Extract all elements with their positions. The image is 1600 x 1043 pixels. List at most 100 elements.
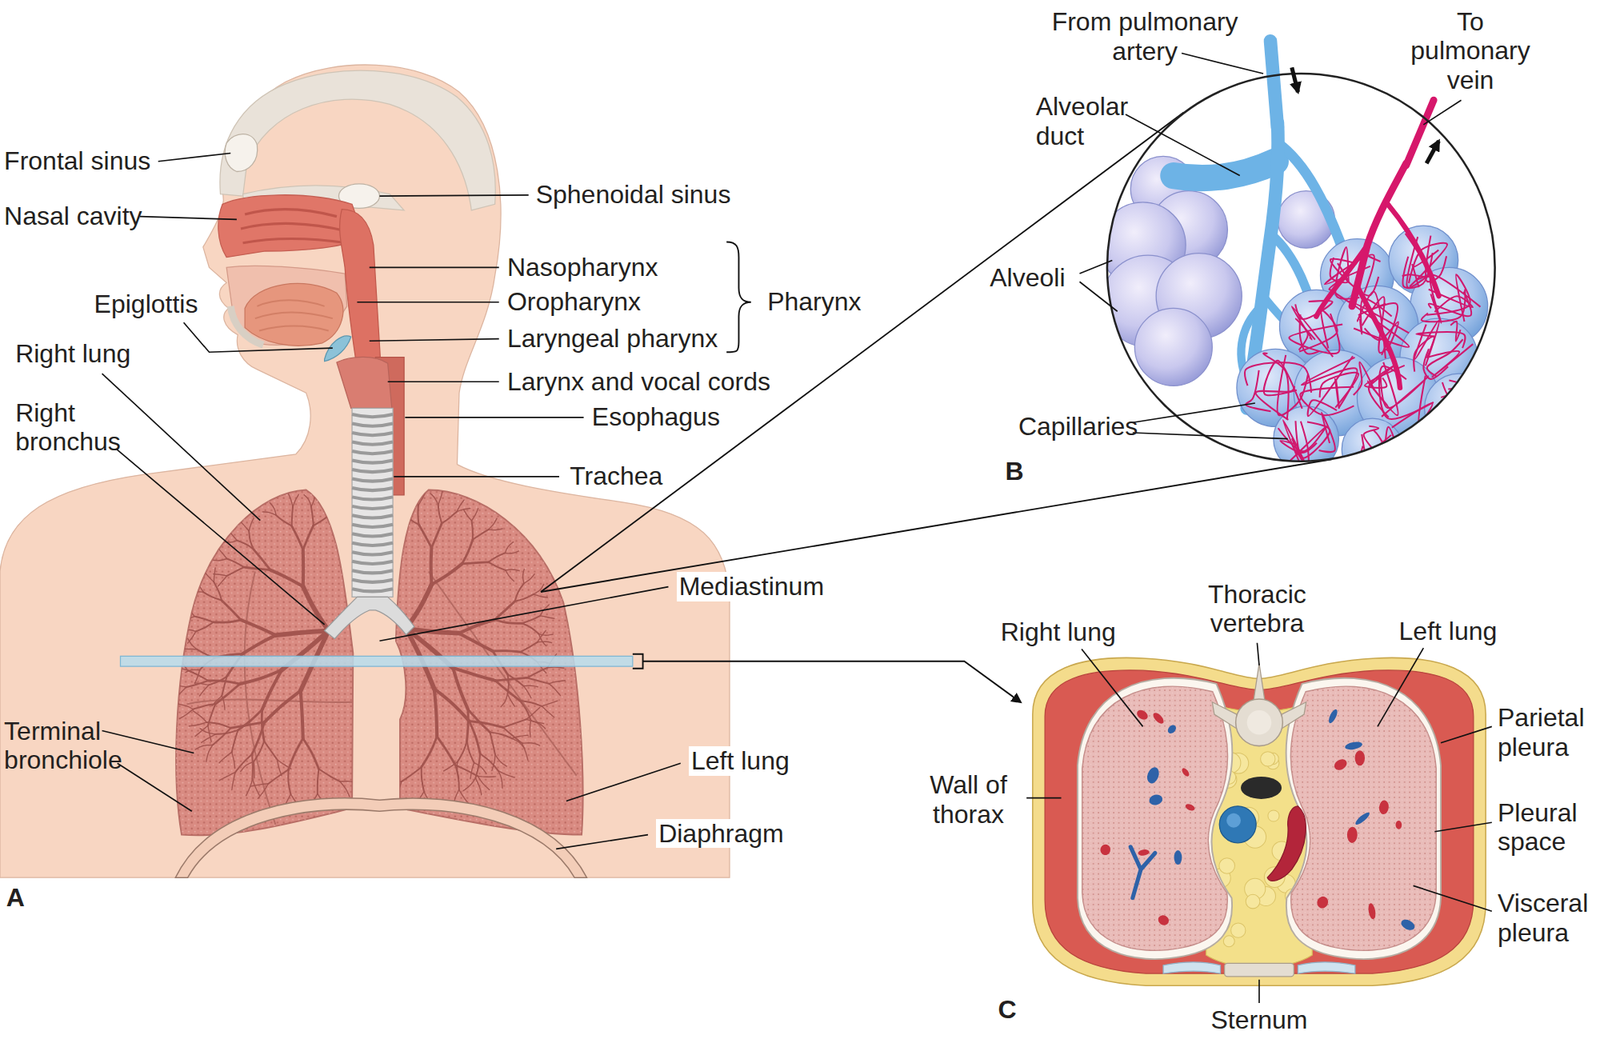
part-label: Nasal cavity: [4, 201, 143, 232]
fat-tissue: [1245, 894, 1260, 909]
part-label: Trachea: [567, 461, 665, 492]
part-label: Oropharynx: [507, 287, 641, 317]
thorax-section: [1297, 962, 1355, 974]
bronchial-tree: [269, 503, 276, 516]
thorax-section: [1061, 653, 1470, 980]
leader-line: [1026, 643, 1492, 1004]
leader-line: [102, 153, 681, 850]
bronchial-tree: [394, 781, 402, 798]
bronchial-tree: [174, 687, 187, 700]
bronchial-tree: [194, 670, 200, 684]
bronchial-tree: [452, 668, 496, 681]
leader-line: [1434, 822, 1492, 832]
part-label: Right bronchus: [15, 398, 128, 458]
bronchial-tree: [469, 721, 504, 728]
part-label: Epiglottis: [94, 289, 199, 320]
bronchial-tree: [240, 761, 254, 772]
bronchial-tree: [462, 562, 489, 564]
part-label: Visceral pleura: [1497, 888, 1597, 948]
lung-vessel: [1184, 803, 1196, 813]
bronchial-tree: [232, 730, 239, 752]
bronchial-tree: [488, 552, 506, 562]
leader-line: [393, 476, 560, 478]
thorax-section: [1236, 699, 1284, 747]
bronchial-tree: [488, 518, 497, 530]
alveolus-magnified: [1292, 67, 1299, 92]
bronchial-tree: [505, 569, 520, 572]
bronchial-tree: [188, 591, 204, 593]
bronchial-tree: [194, 616, 214, 623]
part-label: Thoracic vertebra: [1196, 580, 1317, 640]
bronchial-tree: [303, 738, 320, 769]
leader-line: [158, 153, 232, 162]
lung-vessel: [1344, 740, 1363, 752]
oral-cavity: [226, 265, 348, 346]
bronchial-tree: [548, 680, 565, 684]
leader-line: [1256, 643, 1260, 666]
bronchial-tree: [303, 525, 314, 550]
capillary-net: [1244, 362, 1312, 393]
capillary-net: [1430, 275, 1481, 324]
thorax-section: [1247, 710, 1272, 736]
bronchial-tree: [522, 743, 540, 746]
skull-bone: [220, 70, 496, 211]
fat-tissue: [1260, 752, 1276, 767]
trachea-tube: [324, 596, 415, 639]
capillary-net: [1357, 292, 1386, 360]
leader-line: [379, 195, 528, 196]
trachea-tube: [352, 524, 393, 528]
leader-line: [1181, 53, 1264, 75]
leader-line: [1079, 281, 1117, 312]
bronchial-tree: [215, 684, 240, 704]
part-label: Laryngeal pharynx: [507, 324, 718, 354]
bronchial-tree: [183, 648, 198, 651]
bronchial-tree: [240, 620, 276, 636]
alveolus-magnified: [1270, 40, 1278, 128]
leader-line: [184, 322, 333, 352]
bronchial-tree: [238, 709, 263, 731]
bronchial-tree: [311, 506, 314, 526]
part-label: Pleural space: [1497, 798, 1597, 858]
bronchial-tree: [531, 720, 546, 729]
bronchial-tree: [505, 570, 514, 582]
bronchial-tree: [304, 495, 312, 508]
trachea-tube: [352, 478, 393, 481]
trachea-tube: [352, 488, 393, 491]
trachea-tube: [352, 515, 393, 518]
bronchial-tree: [204, 572, 214, 583]
bronchial-tree: [438, 491, 443, 504]
bronchial-tree: [218, 576, 228, 587]
trachea-tube: [352, 408, 393, 597]
capillary-net: [1319, 412, 1336, 452]
bronchial-tree: [242, 635, 276, 654]
panel-letter: B: [1004, 456, 1024, 487]
capillary-net: [1335, 379, 1340, 409]
lung-vessel: [1378, 800, 1390, 816]
capillary-net: [1288, 313, 1343, 354]
lung-vessel: [1315, 895, 1331, 911]
part-label: Sternum: [1211, 1005, 1308, 1036]
bronchial-tree: [467, 741, 475, 764]
trachea-tube: [352, 533, 393, 536]
bronchial-tree: [180, 616, 195, 620]
bronchial-tree: [208, 680, 240, 684]
pulmonary-vein-branch: [1316, 244, 1368, 316]
bronchial-tree: [421, 736, 437, 768]
capillary-net: [1440, 396, 1489, 424]
leader-line: [556, 835, 648, 850]
part-label: Parietal pleura: [1497, 703, 1597, 763]
thorax-section: [1163, 962, 1220, 974]
panel-letter: A: [6, 883, 25, 913]
leader-line: [140, 216, 237, 220]
bronchial-tree: [500, 694, 508, 708]
leader-line: [1413, 885, 1492, 912]
bronchial-tree: [537, 630, 546, 642]
bronchial-tree: [538, 633, 546, 646]
trachea-tube: [352, 580, 393, 583]
part-label: Alveoli: [989, 263, 1065, 293]
bronchial-tree: [459, 633, 493, 652]
bronchial-tree: [430, 493, 439, 505]
bronchial-tree: [417, 505, 419, 525]
bronchial-tree: [215, 730, 238, 735]
leader-line: [379, 587, 668, 642]
